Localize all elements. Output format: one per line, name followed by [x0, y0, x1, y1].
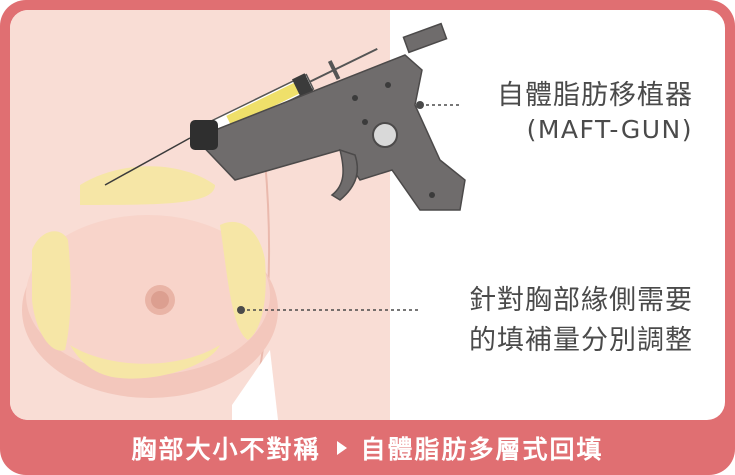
side-note-line-2: 的填補量分別調整: [469, 325, 693, 356]
maft-gun-body: [193, 22, 466, 211]
gun-knob: [372, 122, 398, 148]
gun-name-zh: 自體脂肪移植器: [497, 80, 693, 111]
gun-rivet: [362, 119, 368, 125]
leader-dot-gun: [416, 101, 424, 109]
breast-augmentation-illustration: [10, 10, 466, 420]
gun-name-en: (MAFT-GUN): [526, 115, 693, 144]
arrow-right-icon: [336, 440, 347, 455]
injection-needle: [104, 137, 191, 186]
fat-zone-lower: [70, 345, 220, 379]
gun-rivet: [352, 95, 358, 101]
footer-right-text: 自體脂肪多層式回填: [360, 434, 604, 464]
side-note-line-1: 針對胸部緣側需要: [469, 285, 693, 316]
arm-gap: [232, 350, 278, 420]
nipple: [151, 291, 169, 309]
fat-zone-upper: [80, 166, 215, 205]
illustration-panel: 自體脂肪移植器 (MAFT-GUN) 針對胸部緣側需要 的填補量分別調整: [10, 10, 725, 420]
leader-dot-side: [237, 306, 245, 314]
gun-nozzle: [190, 120, 218, 150]
footer-banner: 胸部大小不對稱 自體脂肪多層式回填: [0, 420, 735, 475]
gun-rivet: [385, 82, 391, 88]
gun-rivet: [429, 192, 435, 198]
footer-left-text: 胸部大小不對稱: [131, 434, 321, 464]
fat-zone-left: [32, 231, 71, 351]
